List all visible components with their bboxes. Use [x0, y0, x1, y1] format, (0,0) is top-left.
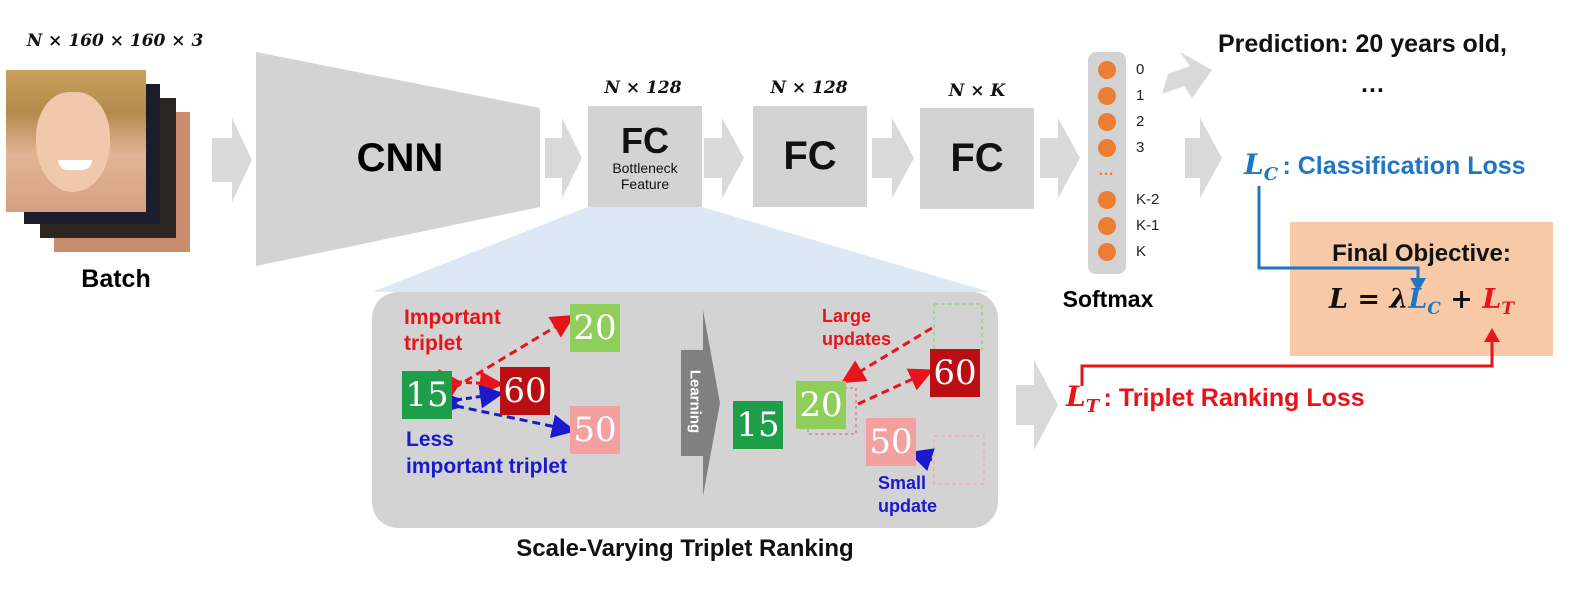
large-update-arrow-20	[840, 326, 933, 384]
eq-lt: L	[1482, 284, 1502, 315]
small-update-arrow	[908, 448, 935, 472]
prediction-line2: …	[1360, 70, 1385, 98]
smile-shape	[58, 160, 92, 170]
final-objective-equation: L = λLC + LT	[1290, 284, 1553, 319]
arrow-fc1-fc2	[704, 118, 744, 198]
lc-sub: C	[1263, 164, 1279, 185]
softmax-dot-k	[1098, 243, 1116, 261]
eq-lhs: L = λ	[1329, 284, 1409, 315]
eq-plus: +	[1440, 284, 1483, 315]
fc1-sub2: Feature	[620, 175, 670, 192]
important-arrow-20	[432, 314, 576, 408]
final-objective-box	[1290, 222, 1553, 356]
softmax-label: Softmax	[1062, 286, 1154, 312]
softmax-label-k1: K-1	[1136, 217, 1160, 234]
fc2-label: FC	[783, 134, 837, 178]
large-label-2: updates	[822, 329, 892, 349]
softmax-dot-2	[1098, 113, 1116, 131]
lc-symbol: L	[1244, 148, 1264, 181]
eq-lt-sub: T	[1501, 299, 1514, 319]
softmax-dot-1	[1098, 87, 1116, 105]
fc1-sub1: Bottleneck	[612, 159, 678, 176]
less-label-2: important triplet	[406, 455, 567, 478]
softmax-label-0: 0	[1136, 61, 1145, 78]
lc-text: : Classification Loss	[1282, 152, 1526, 180]
lt-text: : Triplet Ranking Loss	[1103, 384, 1365, 412]
fc3-shape: N × K	[948, 81, 1006, 101]
important-arrow-60	[437, 369, 504, 396]
batch-shape: N × 160 × 160 × 3	[26, 31, 204, 51]
fc2-shape: N × 128	[770, 78, 848, 98]
arrow-softmax-loss	[1185, 118, 1222, 198]
right-anchor-15: 15	[733, 401, 783, 449]
arrow-fc3-softmax	[1040, 118, 1080, 198]
softmax-dot-0	[1098, 61, 1116, 79]
final-objective-title: Final Objective:	[1332, 240, 1511, 267]
lt-symbol: L	[1066, 380, 1086, 413]
batch-label: Batch	[81, 265, 151, 293]
arrow-batch-cnn	[212, 118, 252, 202]
cnn-label: CNN	[356, 136, 444, 180]
large-label-1: Large	[822, 306, 872, 326]
softmax-label-2: 2	[1136, 113, 1145, 130]
fc1-label: FC	[621, 119, 669, 161]
triplet-loss: LT : Triplet Ranking Loss	[1066, 380, 1365, 417]
classification-loss: LC : Classification Loss	[1244, 148, 1526, 185]
lt-connector	[1080, 340, 1494, 386]
eq-lc-sub: C	[1427, 299, 1441, 319]
learning-arrow	[681, 310, 720, 496]
fc2-block: FC	[753, 106, 867, 207]
face-shape	[36, 92, 110, 192]
left-num-20: 20	[570, 304, 620, 352]
important-label-2: triplet	[404, 332, 463, 355]
lt-connector-head	[1484, 328, 1500, 342]
softmax-label-k2: K-2	[1136, 191, 1160, 208]
fc3-block: FC	[920, 108, 1034, 209]
softmax-label-k: K	[1136, 243, 1147, 260]
lt-sub: T	[1085, 396, 1100, 417]
prediction-line1: Prediction: 20 years old,	[1218, 30, 1507, 58]
eq-lc: L	[1408, 284, 1428, 315]
softmax-dot-k2	[1098, 191, 1116, 209]
important-label-1: Important	[404, 306, 501, 329]
softmax-dot-3	[1098, 139, 1116, 157]
small-label-1: Small	[878, 473, 927, 493]
right-num-60: 60	[930, 349, 980, 397]
cnn-block	[256, 52, 540, 266]
arrow-triplet-loss	[1016, 360, 1058, 450]
lc-connector	[1257, 186, 1420, 282]
left-num-60: 60	[500, 367, 550, 415]
lc-connector-head	[1410, 278, 1426, 292]
small-label-2: update	[878, 496, 938, 516]
learning-label: Learning	[686, 369, 704, 434]
less-label-1: Less	[406, 428, 454, 451]
less-arrow-50	[435, 390, 576, 439]
zoom-projection	[372, 207, 990, 292]
softmax-dot-ellipsis: …	[1098, 162, 1114, 179]
softmax-column	[1088, 52, 1126, 274]
fc1-block: FC Bottleneck Feature	[588, 106, 702, 207]
arrow-fc2-fc3	[872, 118, 914, 198]
left-num-50: 50	[570, 406, 620, 454]
softmax-dot-k1	[1098, 217, 1116, 235]
face-image-1	[6, 70, 146, 212]
softmax-label-3: 3	[1136, 139, 1145, 156]
fc3-label: FC	[950, 136, 1004, 180]
left-anchor-15: 15	[402, 371, 452, 419]
right-num-50: 50	[866, 418, 916, 466]
batch-images	[6, 70, 192, 256]
softmax-label-1: 1	[1136, 87, 1145, 104]
arrow-cnn-fc1	[545, 118, 582, 198]
right-num-20: 20	[796, 381, 846, 429]
fc1-shape: N × 128	[604, 78, 682, 98]
triplet-title: Scale-Varying Triplet Ranking	[516, 535, 854, 562]
arrow-softmax-prediction	[1162, 52, 1212, 98]
